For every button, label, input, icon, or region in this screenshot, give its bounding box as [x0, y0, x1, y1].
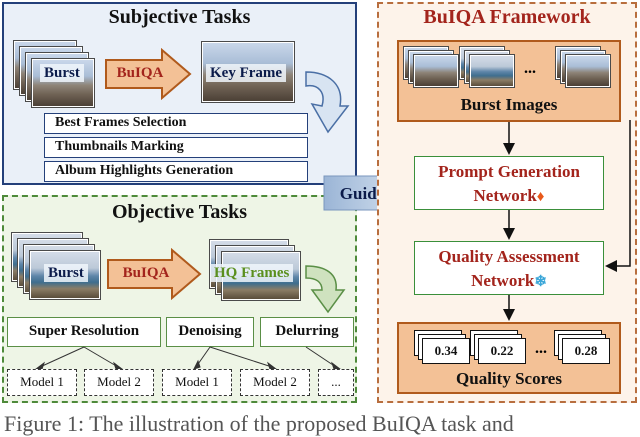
- objective-burst-label: Burst: [44, 264, 88, 282]
- qa-net-line2-wrap: Network❄: [415, 269, 603, 294]
- snowflake-icon: ❄: [534, 274, 547, 290]
- subjective-buiqa-arrow: [105, 48, 192, 100]
- quality-assessment-network-box: Quality Assessment Network❄: [414, 241, 604, 295]
- prompt-generation-network-box: Prompt Generation Network♦: [414, 156, 604, 210]
- model-box: Model 2: [84, 369, 154, 396]
- prompt-net-line1: Prompt Generation: [438, 162, 580, 181]
- task-thumbnails-marking: Thumbnails Marking: [44, 137, 308, 158]
- score-card: 0.22: [478, 338, 526, 364]
- burst-images-label: Burst Images: [460, 95, 558, 114]
- task-delurring: Delurring: [260, 317, 354, 347]
- model-box: Model 1: [162, 369, 232, 396]
- scores-ellipsis: ...: [535, 340, 547, 357]
- fire-icon: ♦: [536, 189, 545, 205]
- framework-arrows: [503, 120, 631, 321]
- guide-label: Guide: [339, 184, 385, 203]
- task-super-resolution: Super Resolution: [7, 317, 161, 347]
- objective-buiqa-label: BuIQA: [122, 265, 170, 281]
- qa-net-line2: Network: [471, 271, 535, 290]
- burst-thumb: [413, 54, 459, 88]
- subjective-buiqa-label: BuIQA: [116, 65, 164, 81]
- figure-caption: Figure 1: The illustration of the propos…: [4, 411, 514, 436]
- quality-scores-label: Quality Scores: [456, 369, 562, 388]
- qa-net-line1: Quality Assessment: [438, 247, 580, 266]
- burst-thumb: [565, 54, 611, 88]
- score-card: 0.34: [422, 338, 470, 364]
- subjective-curved-arrow: [305, 71, 350, 134]
- burst-images-ellipsis: ...: [524, 60, 536, 77]
- subjective-title: Subjective Tasks: [108, 6, 251, 28]
- framework-title: BuIQA Framework: [423, 6, 591, 28]
- burst-thumb: [469, 54, 515, 88]
- objective-buiqa-arrow: [107, 248, 202, 300]
- model-box: Model 1: [7, 369, 77, 396]
- score-card: 0.28: [562, 338, 610, 364]
- subjective-burst-label: Burst: [40, 64, 84, 82]
- prompt-net-line2: Network: [473, 186, 537, 205]
- model-box: Model 2: [240, 369, 310, 396]
- key-frame-label: Key Frame: [206, 64, 287, 82]
- objective-title: Objective Tasks: [111, 201, 248, 223]
- burst-frame: [29, 250, 101, 300]
- task-album-highlights-generation: Album Highlights Generation: [44, 161, 308, 182]
- hq-frames-label: HQ Frames: [210, 264, 294, 282]
- task-denoising: Denoising: [166, 317, 254, 347]
- task-best-frames-selection: Best Frames Selection: [44, 113, 308, 134]
- objective-curved-arrow: [305, 265, 346, 314]
- prompt-net-line2-wrap: Network♦: [415, 184, 603, 209]
- model-box-ellipsis: ...: [318, 369, 354, 396]
